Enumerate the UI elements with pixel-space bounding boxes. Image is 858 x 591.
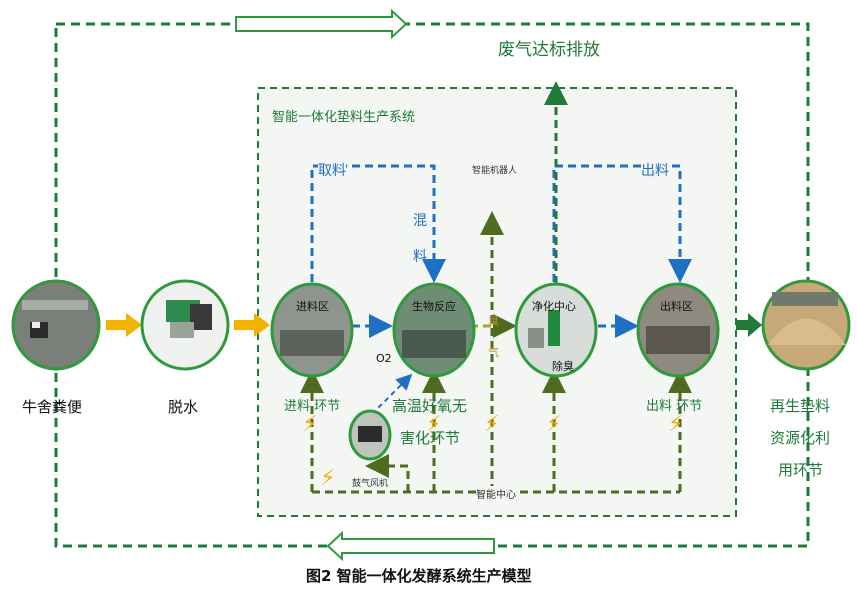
ferment-label-2: 害化环节 xyxy=(400,429,461,447)
feed-zone-photo xyxy=(270,282,354,378)
fan-loop xyxy=(365,454,410,492)
pump-label: 除臭 xyxy=(552,360,574,373)
dewater-label: 脱水 xyxy=(168,398,199,416)
exhaust-label-2: 气 xyxy=(488,346,499,359)
feed-label: 取料 xyxy=(318,160,346,180)
feed-stage-label: 进料 环节 xyxy=(284,399,341,414)
feed-zone-label: 进料区 xyxy=(296,300,329,313)
out-feed-label: 出料 xyxy=(641,160,669,180)
exhaust-label-1: 臭 xyxy=(488,315,499,328)
control-label: 智能中心 xyxy=(476,486,516,501)
mix-label-1: 混 xyxy=(413,213,427,229)
power-icon: ⚡ xyxy=(426,412,442,437)
purify-label: 净化中心 xyxy=(532,300,576,313)
hollow-arrow-left xyxy=(326,530,495,562)
out-stage-label: 出料 环节 xyxy=(646,399,703,414)
top-label: 废气达标排放 xyxy=(498,40,600,60)
feed-loop-arrow xyxy=(310,164,446,283)
arrow-barn-to-dewater xyxy=(106,313,142,337)
ferment-label-1: 高温好氧无 xyxy=(392,397,468,415)
arrow-dewater-to-feed xyxy=(234,313,270,337)
figure-caption: 图2 智能一体化发酵系统生产模型 xyxy=(306,567,532,585)
power-icon: ⚡ xyxy=(484,412,500,437)
bio-reactor-photo xyxy=(392,282,476,378)
o2-label: O2 xyxy=(376,352,392,365)
mix-label-2: 料 xyxy=(413,249,427,265)
power-icon: ⚡ xyxy=(302,412,318,437)
recycle-photo xyxy=(761,279,851,371)
recycle-label-2: 资源化利 xyxy=(770,429,831,447)
power-icon: ⚡ xyxy=(320,466,336,491)
robot-label: 智能机器人 xyxy=(472,166,518,176)
purify-photo xyxy=(514,282,598,378)
arrow-discharge-to-recycle xyxy=(736,313,762,337)
power-icon: ⚡ xyxy=(668,412,684,437)
discharge-zone-photo xyxy=(636,282,720,378)
bio-reactor-label: 生物反应 xyxy=(412,300,456,313)
discharge-zone-label: 出料区 xyxy=(660,300,693,313)
recycle-label-3: 用环节 xyxy=(778,461,824,479)
discharge-loop-arrow xyxy=(552,164,692,283)
barn-photo xyxy=(11,279,101,371)
fan-photo xyxy=(348,409,392,461)
dewater-photo xyxy=(140,279,230,371)
barn-label: 牛舍粪便 xyxy=(22,398,83,416)
recycle-label-1: 再生垫料 xyxy=(770,397,831,415)
hollow-arrow-right xyxy=(235,8,408,40)
power-icon: ⚡ xyxy=(546,412,562,437)
system-title: 智能一体化垫料生产系统 xyxy=(272,110,416,125)
fan-label: 鼓气风机 xyxy=(352,479,389,489)
